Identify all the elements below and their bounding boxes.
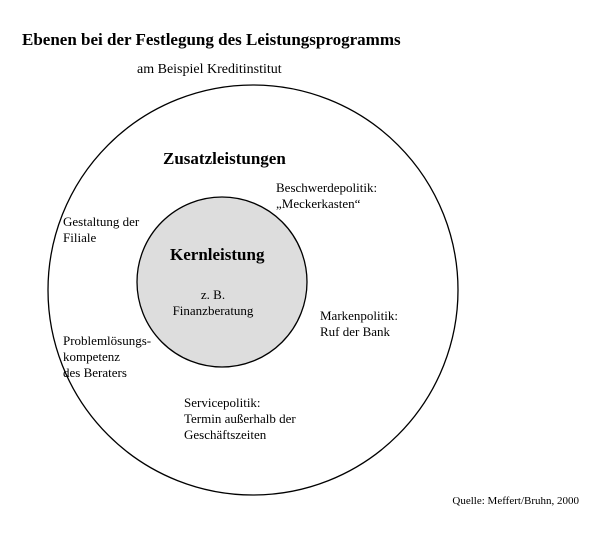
source-citation: Quelle: Meffert/Bruhn, 2000 — [452, 495, 579, 507]
outer-item-beschwerdepolitik: Beschwerdepolitik: „Meckerkasten“ — [276, 180, 378, 211]
outer-item-markenpolitik: Markenpolitik: Ruf der Bank — [320, 308, 398, 339]
inner-circle — [136, 196, 308, 368]
outer-circle — [47, 84, 459, 496]
inner-circle-example: z. B. Finanzberatung — [172, 287, 254, 318]
outer-circle-label: Zusatzleistungen — [163, 149, 286, 168]
outer-item-gestaltung-filiale: Gestaltung der Filiale — [63, 214, 140, 245]
outer-item-servicepolitik: Servicepolitik: Termin außerhalb der Ges… — [184, 395, 296, 442]
diagram-title: Ebenen bei der Festlegung des Leistungsp… — [22, 30, 401, 49]
inner-circle-label: Kernleistung — [170, 245, 265, 264]
outer-item-problemloesungskompetenz: Problemlösungs- kompetenz des Beraters — [63, 333, 152, 380]
diagram-subtitle: am Beispiel Kreditinstitut — [137, 62, 282, 77]
